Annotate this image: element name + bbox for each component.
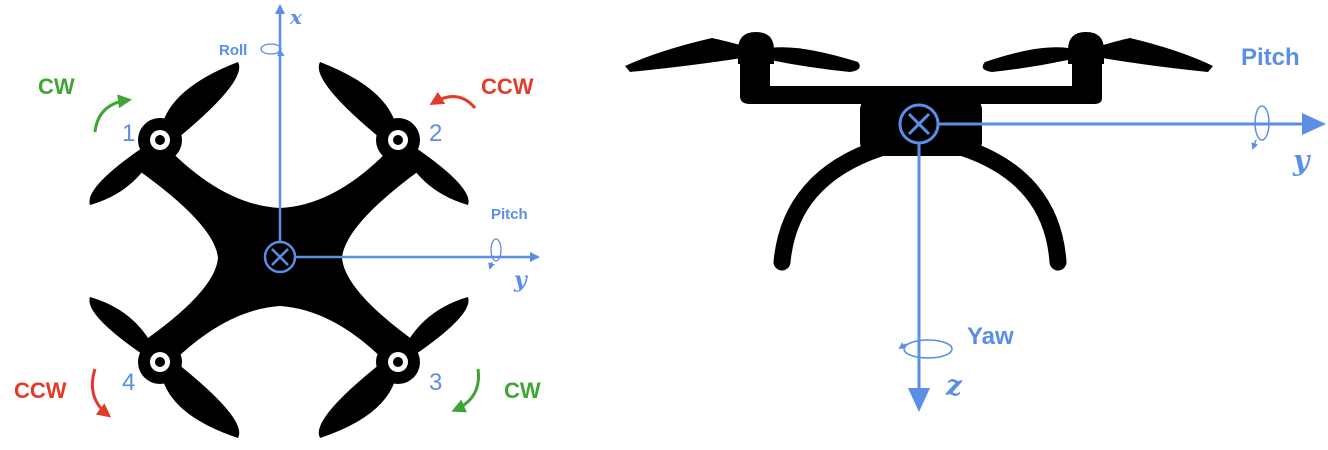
motor-hub-1 (138, 118, 182, 162)
z-axis-label: z (945, 369, 963, 402)
rotor-2-direction: CCW (481, 74, 534, 99)
ccw-arrow-4 (90, 368, 112, 418)
ccw-arrow-2 (429, 91, 477, 110)
motor-hub-4 (138, 340, 182, 384)
yaw-label: Yaw (967, 323, 1014, 350)
pitch-rotation-icon-top (488, 238, 502, 270)
rotor-3-direction: CW (504, 378, 541, 403)
motor-hub-3 (376, 340, 420, 384)
roll-label: Roll (219, 42, 247, 59)
rotor-3-number: 3 (429, 369, 442, 396)
motor-left (738, 32, 774, 64)
propeller-3 (318, 297, 469, 438)
rotor-1-number: 1 (122, 120, 135, 147)
landing-leg-left (773, 139, 889, 271)
pitch-label-top: Pitch (491, 206, 528, 223)
motor-right (1068, 32, 1104, 64)
side-y-axis-label: y (1292, 144, 1311, 177)
quadcopter-top-view: x y Roll Pitch 1 2 3 4 CW CCW CW CCW (14, 4, 541, 438)
rotor-1-direction: CW (38, 74, 75, 99)
blade-left-inner (770, 47, 860, 72)
propeller-2 (318, 62, 469, 205)
blade-right-outer (1100, 38, 1213, 72)
center-of-mass-icon (263, 240, 297, 274)
rotor-4-number: 4 (122, 369, 135, 396)
landing-leg-right (955, 139, 1067, 271)
cw-arrow-1 (93, 94, 132, 133)
propeller-4 (89, 297, 240, 438)
blade-left-outer (625, 38, 744, 72)
rotor-4-direction: CCW (14, 378, 67, 403)
propeller-1 (89, 62, 240, 205)
side-center-of-mass-icon (898, 103, 940, 145)
side-pitch-label: Pitch (1241, 44, 1300, 71)
roll-rotation-icon (260, 43, 285, 56)
drone-side-view: Pitch Yaw y z (625, 32, 1326, 412)
blade-right-inner (982, 47, 1068, 72)
x-axis-label: x (289, 5, 303, 29)
motor-hub-2 (376, 118, 420, 162)
cw-arrow-3 (451, 368, 481, 413)
yaw-rotation-icon (898, 339, 953, 359)
pitch-rotation-icon-side (1251, 105, 1270, 150)
rotor-2-number: 2 (429, 120, 442, 147)
drone-frame (740, 60, 1102, 104)
y-axis-label: y (513, 267, 529, 293)
